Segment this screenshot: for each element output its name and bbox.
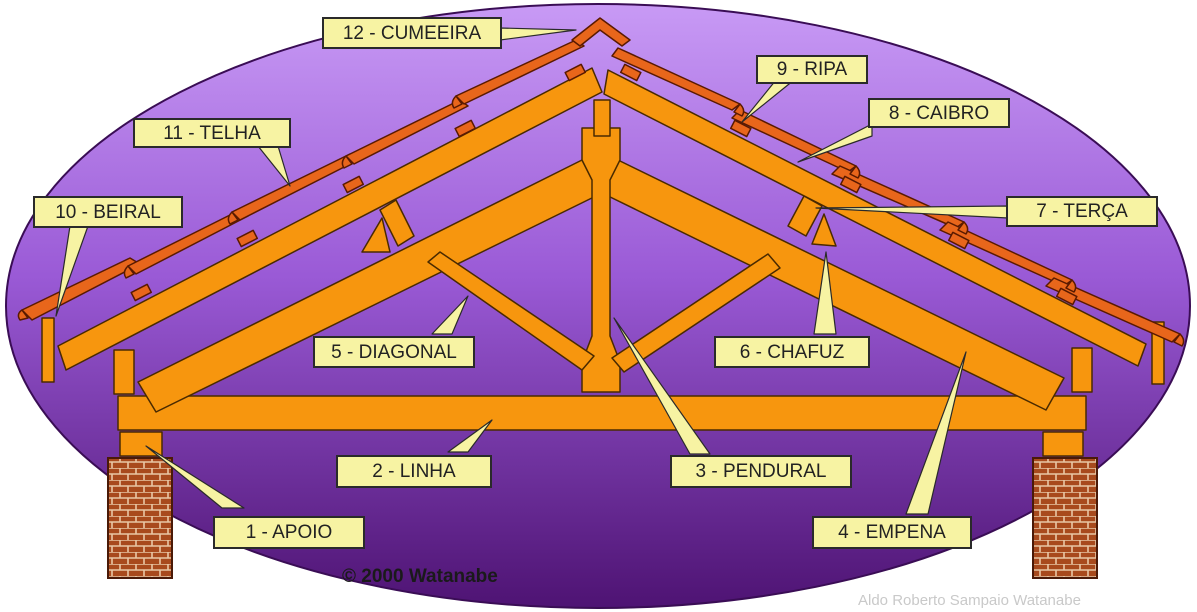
tile-curl-left-1	[17, 309, 29, 321]
tile-curl-right-1	[733, 103, 745, 117]
tie-beam	[117, 395, 1087, 431]
brick-pier-left	[107, 457, 173, 579]
callout-empena	[905, 351, 967, 515]
tile-curl-left-2	[123, 265, 135, 279]
batten-left-2	[236, 229, 259, 248]
diagonal-strut-left	[427, 251, 595, 371]
tile-right-5	[1045, 277, 1181, 343]
label-cumeeira: 12 - CUMEEIRA	[322, 17, 502, 49]
callout-chafuz	[813, 251, 837, 335]
batten-right-3	[839, 175, 862, 194]
callout-apoio	[145, 445, 245, 509]
tile-curl-right-3	[957, 221, 969, 235]
support-block-right	[1042, 431, 1084, 457]
ridge-cap	[571, 17, 631, 47]
common-rafter-right	[603, 69, 1147, 367]
beam-end-post-left	[113, 349, 135, 395]
king-post	[581, 127, 621, 393]
label-pendural: 3 - PENDURAL	[670, 455, 852, 488]
callout-linha	[447, 419, 493, 453]
tile-curl-right-2	[849, 165, 861, 179]
label-caibro: 8 - CAIBRO	[868, 98, 1010, 128]
diagonal-strut-right	[611, 253, 781, 373]
batten-left-3	[342, 175, 365, 194]
batten-right-5	[1055, 287, 1078, 306]
tile-curl-left-3	[227, 211, 239, 225]
common-rafter-left	[57, 67, 603, 371]
purlin-left	[379, 199, 415, 247]
label-ripa: 9 - RIPA	[756, 55, 868, 84]
tile-curl-left-5	[451, 95, 463, 109]
purlin-right	[787, 195, 823, 237]
label-empena: 4 - EMPENA	[812, 516, 972, 549]
batten-right-1	[619, 63, 642, 82]
brick-pier-right	[1032, 457, 1098, 579]
label-diagonal: 5 - DIAGONAL	[313, 336, 475, 368]
label-beiral: 10 - BEIRAL	[33, 196, 183, 228]
tile-curl-right-4	[1065, 279, 1077, 293]
label-telha: 11 - TELHA	[133, 118, 291, 148]
copyright-text: © 2000 Watanabe	[342, 566, 498, 587]
tile-left-5	[455, 39, 585, 105]
king-post-cap	[593, 99, 611, 137]
batten-left-4	[454, 119, 477, 138]
callout-pendural	[613, 317, 711, 455]
beam-end-post-right	[1071, 347, 1093, 393]
cleat-left	[361, 217, 391, 253]
label-linha: 2 - LINHA	[336, 455, 492, 488]
fascia-left	[41, 317, 55, 383]
tile-curl-right-5	[1173, 333, 1185, 347]
label-apoio: 1 - APOIO	[213, 516, 365, 549]
tile-left-4	[345, 99, 469, 165]
batten-right-4	[947, 231, 970, 250]
cleat-right	[811, 213, 837, 247]
tile-curl-left-4	[341, 155, 353, 169]
batten-left-5	[564, 63, 587, 82]
tile-right-1	[611, 47, 741, 111]
callout-caibro	[797, 123, 873, 163]
batten-left-1	[130, 283, 153, 302]
batten-right-2	[729, 119, 752, 138]
watermark-text: Aldo Roberto Sampaio Watanabe	[858, 592, 1081, 609]
label-terca: 7 - TERÇA	[1006, 196, 1158, 227]
callout-diagonal	[431, 295, 469, 335]
label-chafuz: 6 - CHAFUZ	[714, 336, 870, 368]
